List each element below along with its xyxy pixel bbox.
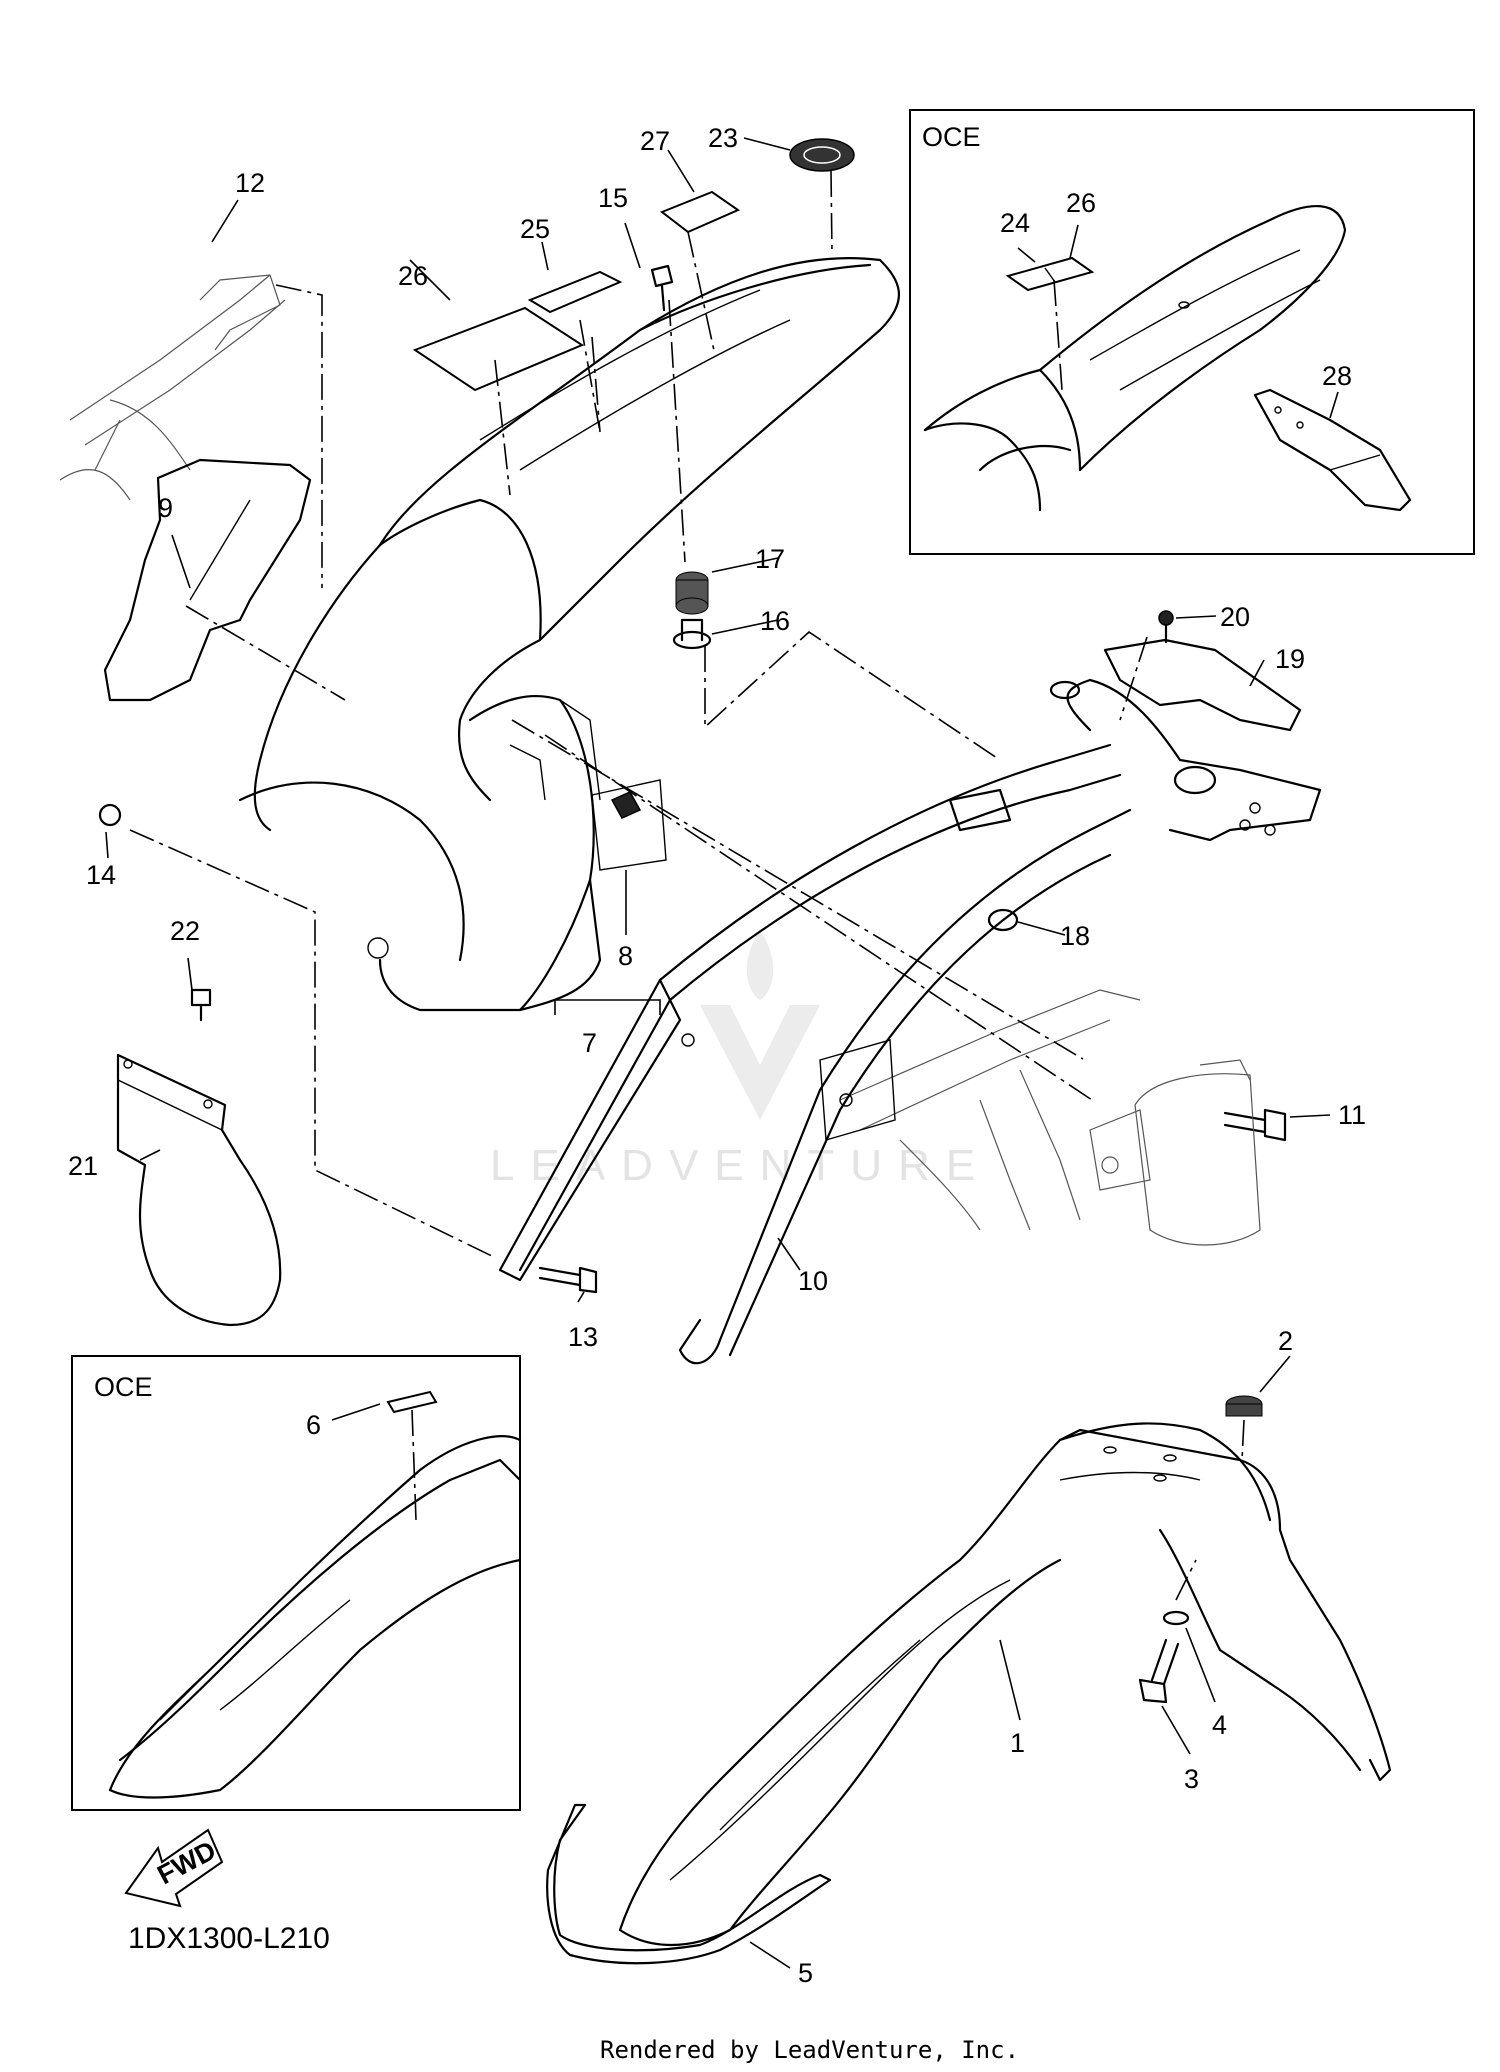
callout-22: 22 — [170, 916, 200, 946]
part-13-bolt — [538, 1266, 598, 1294]
part-20-screw — [1158, 610, 1174, 644]
fwd-arrow-icon: FWD — [124, 1828, 224, 1908]
inset-box-oce-top: OCE — [909, 109, 1475, 555]
diagram-code: 1DX1300-L210 — [128, 1922, 330, 1955]
part-8-cushion — [591, 779, 667, 871]
part-9-side-plate — [103, 458, 312, 702]
tank-sketch — [1089, 1059, 1261, 1246]
callout-12: 12 — [235, 168, 265, 198]
footer-credit: Rendered by LeadVenture, Inc. — [600, 2036, 1019, 2064]
callout-11: 11 — [1338, 1100, 1366, 1130]
leader-lines — [105, 137, 1339, 1969]
part-23-emblem — [789, 138, 855, 172]
part-28-bracket — [1253, 388, 1412, 512]
assembly-lines — [129, 170, 1148, 1259]
callout-1: 1 — [1010, 1728, 1025, 1758]
part-16-collar — [672, 618, 712, 650]
callout-4: 4 — [1212, 1710, 1227, 1740]
inset-box-oce-bottom: OCE — [71, 1355, 522, 1811]
part-22-screw — [190, 988, 212, 1022]
callout-18: 18 — [1060, 921, 1090, 951]
part-4-washer — [1162, 1610, 1190, 1626]
callout-25: 25 — [520, 214, 550, 244]
callout-13: 13 — [568, 1322, 598, 1352]
callout-numbers: 1 2 3 4 5 6 7 8 9 10 11 12 13 14 15 16 1… — [68, 123, 1366, 1988]
callout-3: 3 — [1184, 1764, 1199, 1794]
callout-2: 2 — [1278, 1326, 1293, 1356]
part-10-rear-frame — [498, 678, 1322, 1365]
callout-19: 19 — [1275, 644, 1305, 674]
part-11-bolt — [1223, 1108, 1287, 1142]
callout-7: 7 — [582, 1028, 597, 1058]
callout-15: 15 — [598, 183, 628, 213]
callout-8: 8 — [618, 941, 633, 971]
part-17-grommet — [675, 571, 709, 615]
callout-9: 9 — [158, 493, 173, 523]
callout-6: 6 — [306, 1410, 321, 1440]
callout-5: 5 — [798, 1958, 813, 1988]
callout-23: 23 — [708, 123, 738, 153]
part-14-washer — [98, 803, 122, 827]
callout-26-inset: 26 — [1066, 188, 1096, 218]
part-1-front-fender — [618, 1422, 1392, 1946]
part-25-sticker — [527, 270, 623, 314]
part-2-grommet — [1225, 1395, 1263, 1417]
inset-title-bottom: OCE — [94, 1372, 153, 1402]
callout-21: 21 — [68, 1151, 98, 1181]
callout-24: 24 — [1000, 208, 1030, 238]
watermark: LEADVENTURE — [490, 930, 991, 1190]
part-15-screw — [650, 264, 674, 312]
part-6-sticker — [386, 1390, 438, 1414]
part-27-sticker — [659, 190, 741, 234]
frame-sketch-lower-right — [839, 989, 1141, 1231]
part-5-guard-strip — [546, 1803, 832, 1965]
part-21-mud-flap — [116, 1053, 282, 1327]
callout-28: 28 — [1322, 361, 1352, 391]
callout-17: 17 — [755, 544, 785, 574]
inset-title-top: OCE — [922, 122, 981, 152]
part-19-bracket-plate — [1103, 638, 1302, 732]
callout-26-main: 26 — [398, 261, 428, 291]
part-18-nut — [987, 908, 1019, 932]
callout-16: 16 — [760, 606, 790, 636]
rear-fender — [238, 256, 900, 1012]
watermark-text: LEADVENTURE — [490, 1141, 991, 1190]
callout-14: 14 — [86, 860, 116, 890]
frame-sketch-upper-left — [59, 274, 286, 501]
part-26-sticker — [412, 306, 585, 392]
callout-10: 10 — [798, 1266, 828, 1296]
callout-27: 27 — [640, 126, 670, 156]
part-3-bolt — [1138, 1638, 1180, 1704]
callout-20: 20 — [1220, 602, 1250, 632]
